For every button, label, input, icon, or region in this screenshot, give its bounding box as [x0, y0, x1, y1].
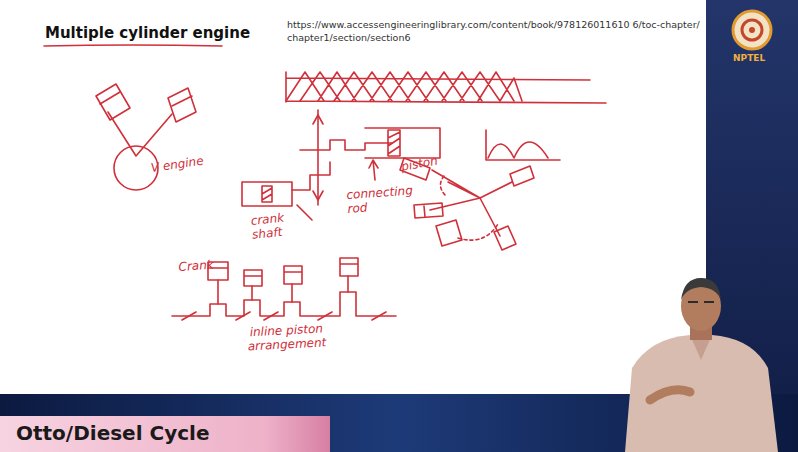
slide-title: Multiple cylinder engine — [45, 24, 250, 42]
overlap-wave-plot — [286, 72, 606, 103]
logo-text: NPTEL — [733, 53, 765, 64]
v-engine-sketch — [96, 84, 196, 190]
crank-rod-sketch — [242, 110, 440, 220]
single-hump-plot — [486, 130, 560, 160]
handwritten-label: V engine — [150, 154, 204, 176]
handwritten-label: connecting rod — [346, 183, 418, 217]
handwritten-label: crank shaft — [250, 208, 313, 243]
logo — [733, 11, 771, 49]
inline-engine-sketch — [172, 258, 396, 320]
slide-caption: Otto/Diesel Cycle — [16, 421, 209, 445]
handwritten-label: Crank — [178, 258, 214, 275]
radial-engine-sketch — [400, 158, 534, 250]
source-url: https://www.accessengineeringlibrary.com… — [287, 19, 700, 45]
caption-tab — [0, 416, 330, 452]
title-underline — [44, 45, 222, 46]
presenter — [625, 278, 778, 452]
handwritten-label: inline piston arrangement — [236, 321, 337, 355]
